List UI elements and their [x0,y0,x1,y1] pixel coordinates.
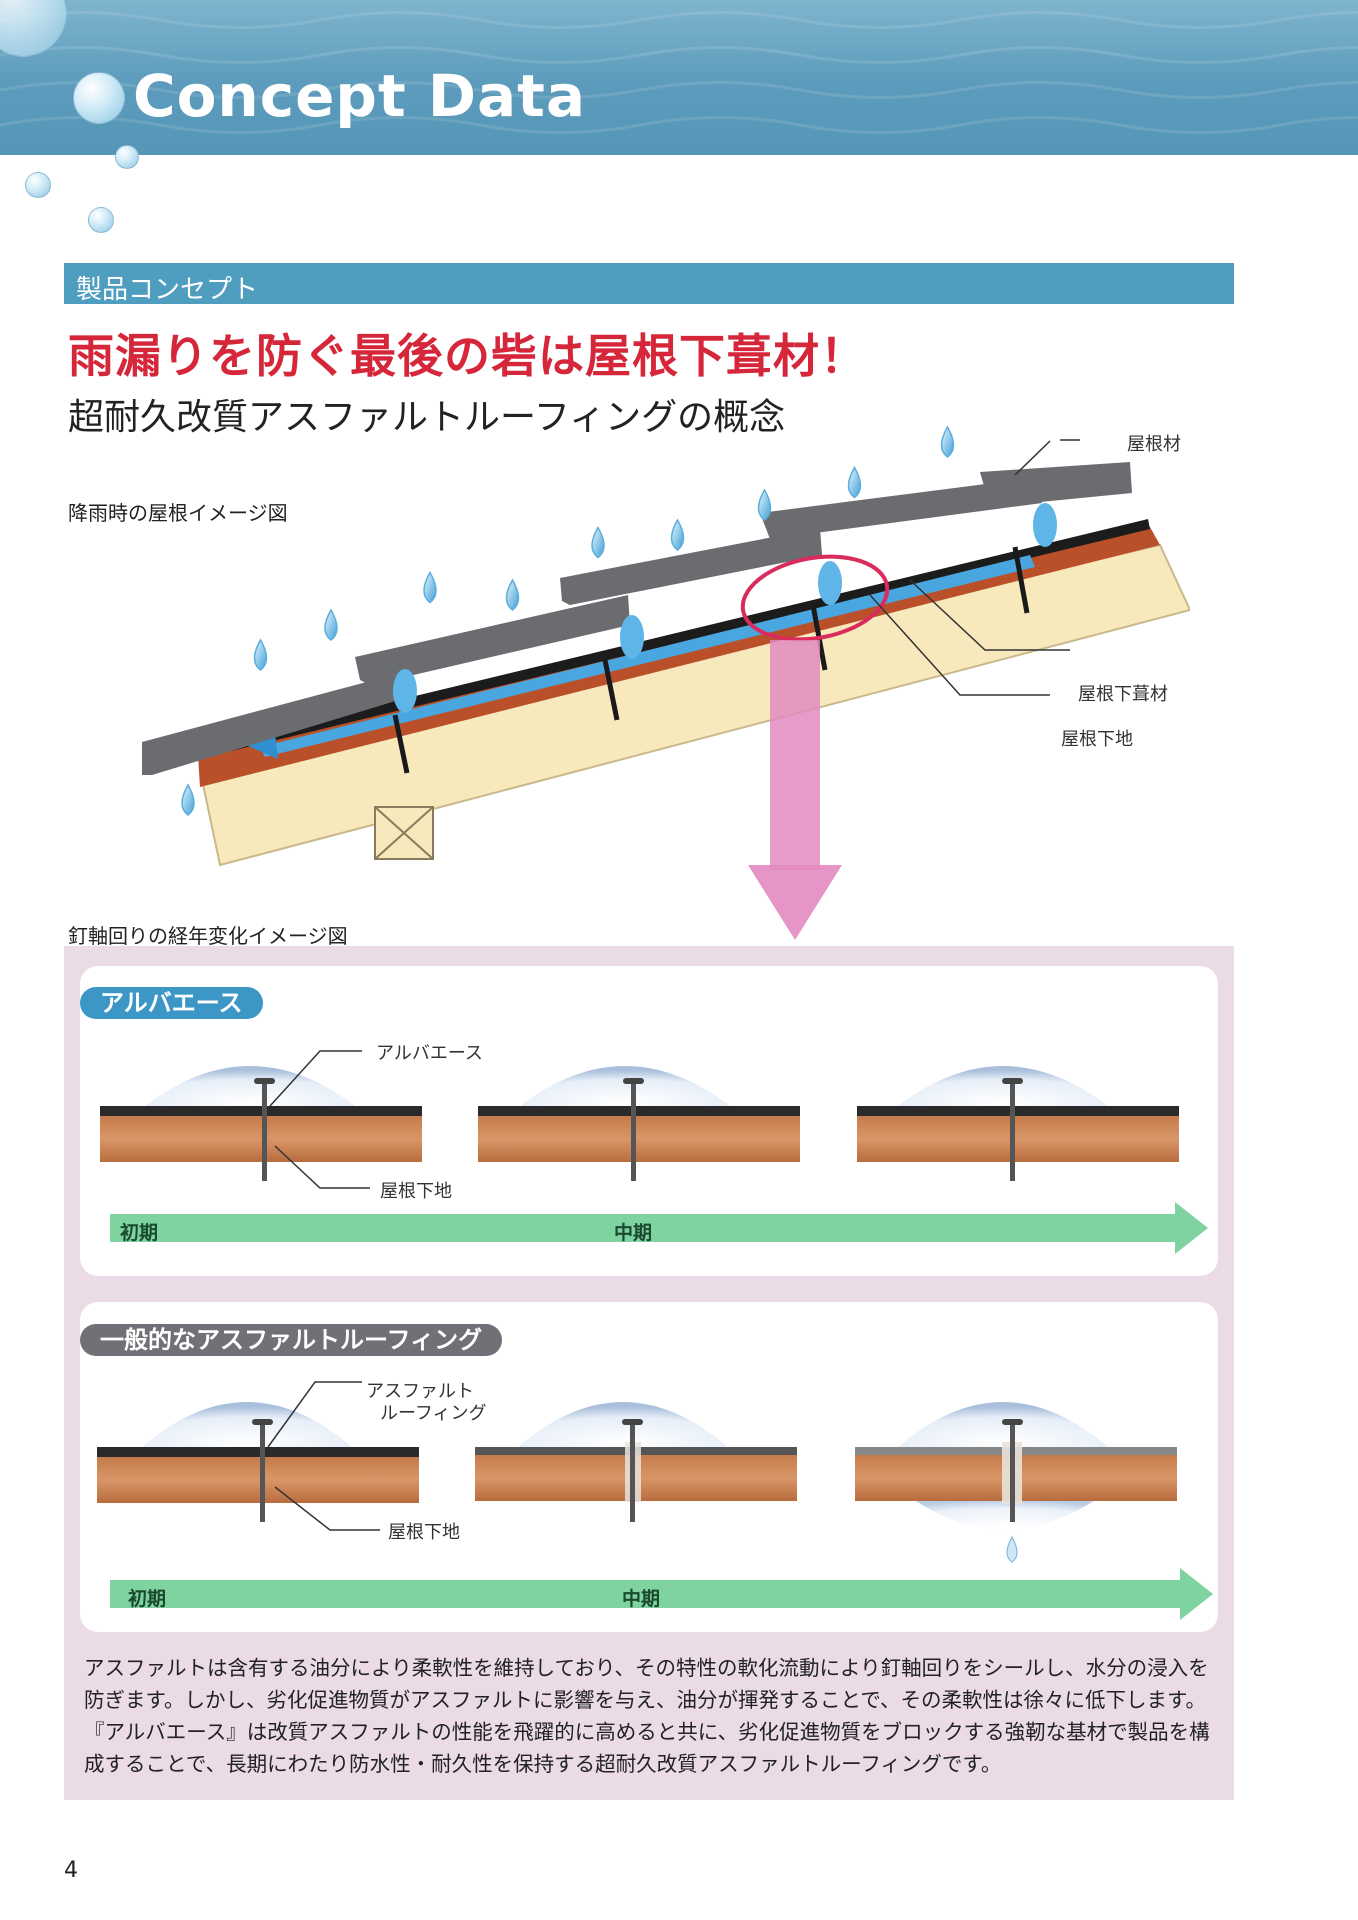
stage-mid [478,1066,800,1181]
water-bubble-icon [73,72,125,124]
raindrop-icon [181,783,195,816]
roof-tiles [142,462,1132,775]
label-alvace-material: アルバエース [376,1043,483,1064]
raindrop-icon [324,608,338,641]
water-bubble-icon [115,145,139,169]
timeline-arrow [110,1568,1213,1620]
roof-diagram-caption: 降雨時の屋根イメージ図 [68,501,288,525]
alvace-pill: アルバエース [80,987,263,1019]
arrow-label-mid: 中期 [622,1588,661,1610]
stage-late [857,1066,1179,1181]
stage-mid [475,1402,797,1522]
section-bar: 製品コンセプト [64,263,1234,305]
page-number: 4 [64,1858,78,1883]
water-bubble-icon [25,172,51,198]
subheadline: 超耐久改質アスファルトルーフィングの概念 [68,397,786,438]
label-general-material-1: アスファルト [366,1381,474,1402]
label-sheathing: 屋根下地 [1061,729,1133,750]
raindrop-icon [423,570,437,604]
section-label: 製品コンセプト [76,275,259,305]
label-general-material-2: ルーフィング [380,1403,487,1424]
water-bubble-icon [88,207,114,233]
arrow-label-initial: 初期 [120,1222,159,1244]
label-underlayment: 屋根下葺材 [1078,684,1168,705]
nail-diagram-caption: 釘軸回りの経年変化イメージ図 [68,924,348,948]
body-paragraph: アスファルトは含有する油分により柔軟性を維持しており、その特性の軟化流動により釘… [84,1656,1210,1776]
leak-drop-icon [1006,1535,1018,1563]
water-flow [260,555,1035,757]
highlight-circle [740,554,890,642]
roof-diagram [142,425,1190,940]
raindrop-icon [847,465,862,499]
stage-late [855,1402,1177,1563]
stage-initial [100,1066,422,1181]
label-roofing: 屋根材 [1127,434,1181,455]
page-title: Concept Data [133,62,587,130]
stage-initial [97,1402,419,1522]
alvace-card: アルバエース [80,966,1218,1276]
arrow-label-initial: 初期 [128,1588,167,1610]
raindrop-icon [757,488,772,521]
arrow-label-mid: 中期 [614,1222,653,1244]
pink-arrow-shaft [770,640,820,870]
raindrop-icon [253,638,268,671]
general-pill: 一般的なアスファルトルーフィング [80,1324,503,1356]
banner-texture [0,11,1358,134]
raindrop-icon [670,518,685,551]
underlayment-layer [196,519,1150,759]
raindrop-icon [591,525,605,559]
raindrop-icon [505,578,520,611]
label-general-base: 屋根下地 [388,1522,460,1543]
general-illustration [97,1381,1213,1620]
label-alvace-base: 屋根下地 [380,1181,452,1202]
raindrop-icon [940,425,955,458]
headline: 雨漏りを防ぐ最後の砦は屋根下葺材！ [68,329,867,383]
timeline-arrow [110,1202,1208,1254]
water-arrow-icon [248,733,278,759]
pink-arrow-head [748,865,842,940]
general-card: 一般的なアスファルトルーフィング [80,1302,1218,1632]
alvace-illustration [100,1050,1208,1254]
nail-diagram-panel: アルバエース [64,946,1234,1800]
header-banner: Concept Data [0,0,1358,155]
